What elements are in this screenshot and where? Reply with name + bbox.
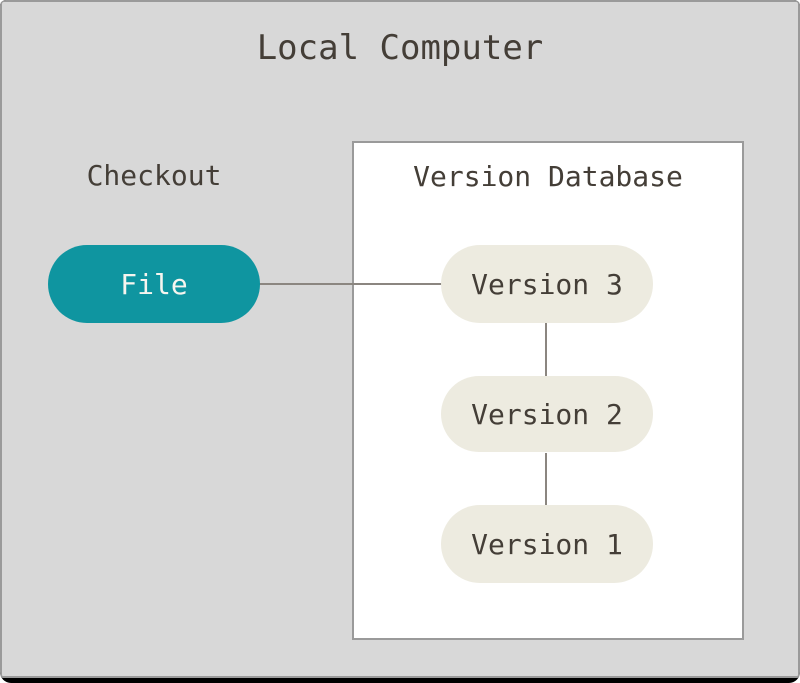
checkout-label: Checkout	[86, 159, 222, 192]
local-computer-title: Local Computer	[256, 28, 544, 68]
version-database-box: Version Database Version 3 Version 2 Ver…	[352, 141, 744, 640]
version-3-node: Version 3	[441, 245, 653, 323]
file-node: File	[48, 245, 260, 323]
version-1-node: Version 1	[441, 505, 653, 583]
connector-file-to-version3	[257, 283, 447, 285]
connector-version2-to-version1	[545, 453, 547, 505]
connector-version3-to-version2	[545, 323, 547, 377]
version-2-node: Version 2	[441, 376, 653, 452]
version-database-title: Version Database	[413, 160, 683, 193]
